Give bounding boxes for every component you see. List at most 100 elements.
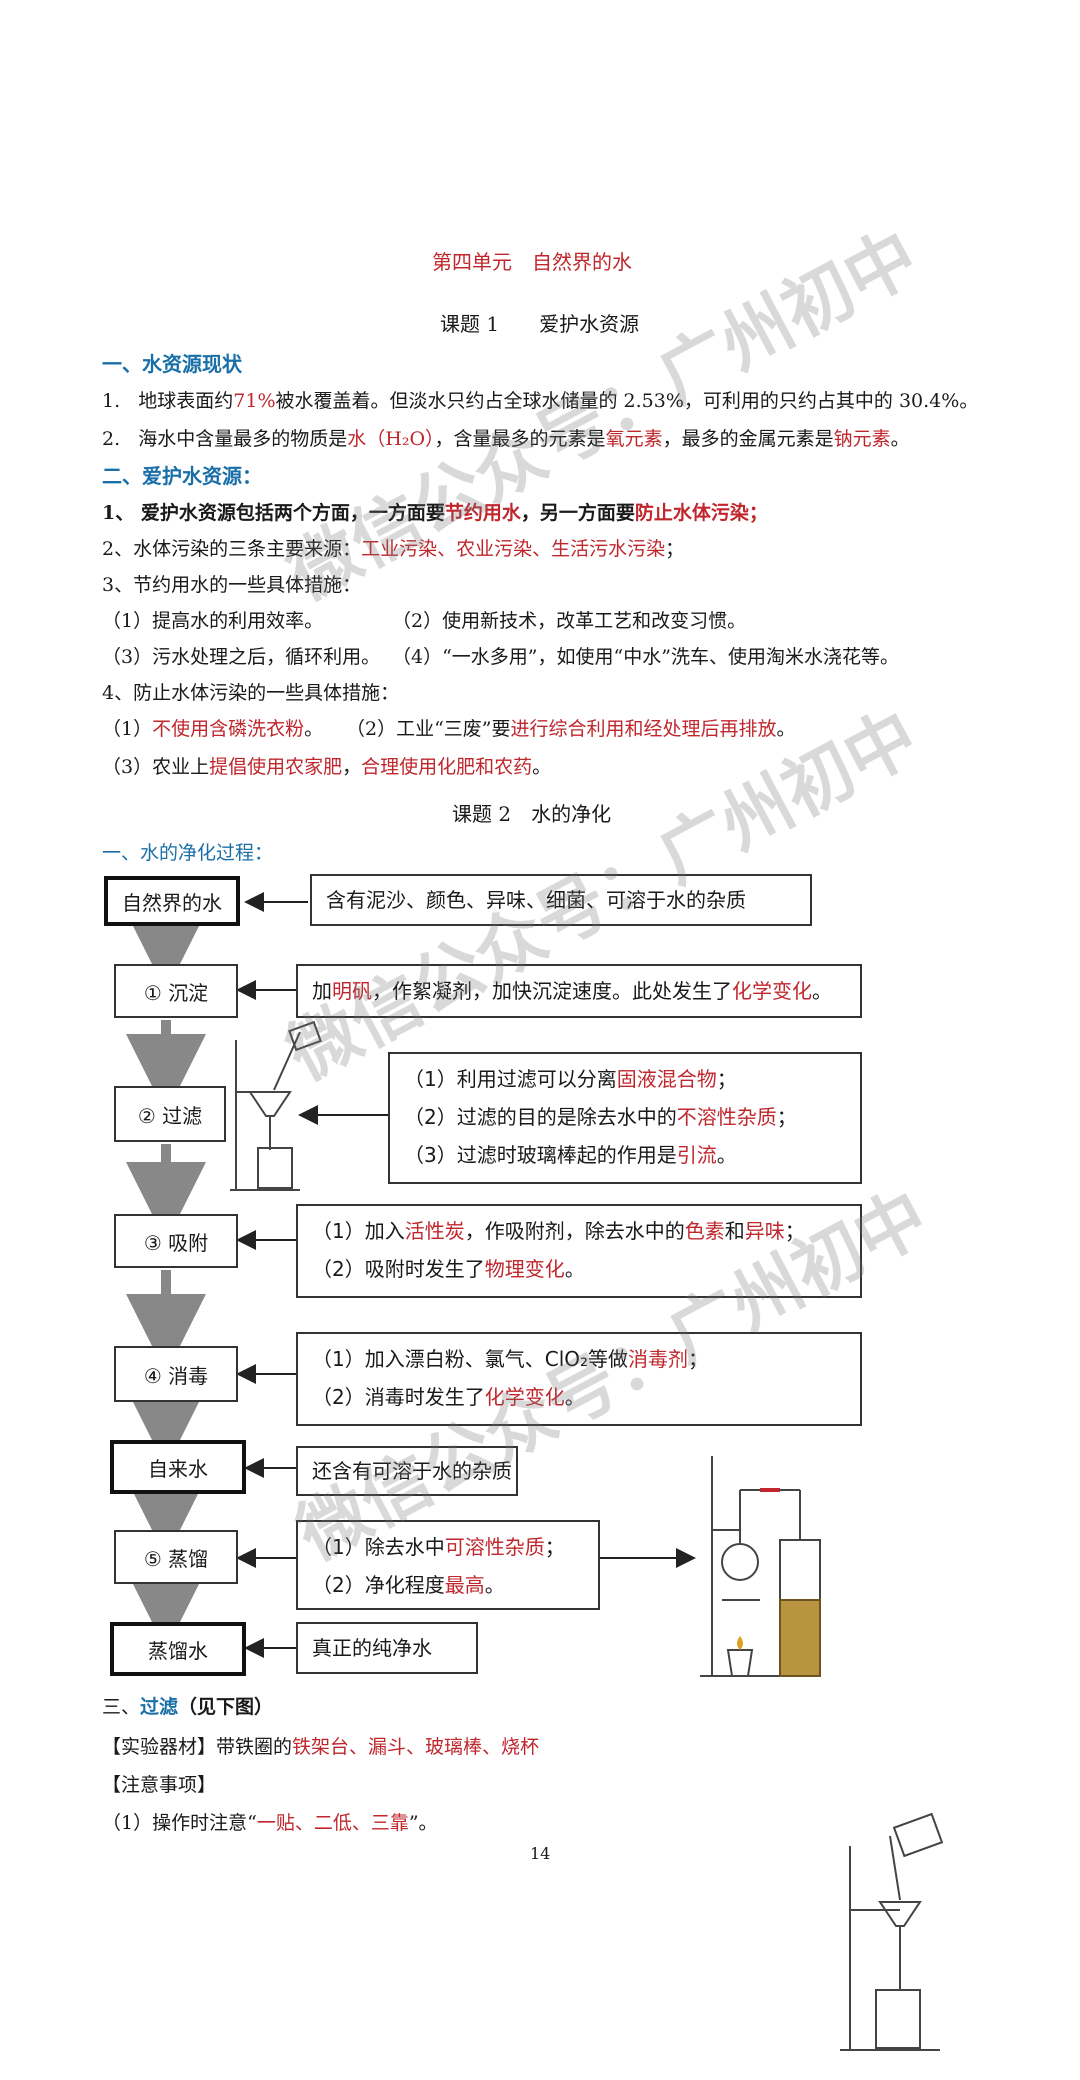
note-distill: （1）除去水中可溶性杂质； （2）净化程度最高。 [296,1520,600,1610]
note-filter: （1）利用过滤可以分离固液混合物； （2）过滤的目的是除去水中的不溶性杂质； （… [388,1052,862,1184]
highlight: 节约用水 [444,502,521,524]
text: （1）加入 [312,1219,405,1243]
step-distill: ⑤ 蒸馏 [114,1530,238,1584]
highlight: 化学变化 [732,979,812,1003]
note-disinfect: （1）加入漂白粉、氯气、ClO₂等做消毒剂； （2）消毒时发生了化学变化。 [296,1332,862,1426]
text: 。 [716,1143,737,1167]
text: （3）农业上 [102,756,210,778]
distillation-apparatus-icon [700,1456,821,1677]
text: ； [688,1347,709,1371]
sec1-item2: 2. 海水中含量最多的物质是水（H₂O），含量最多的元素是氧元素，最多的金属元素… [102,424,910,451]
text: 。 [890,428,910,450]
lesson2-title: 课题 2 水的净化 [452,802,612,826]
text: 地球表面约 [138,390,234,412]
text: （2）净化程度 [312,1573,445,1597]
item-number: 1. [102,390,121,412]
text: ”。 [408,1812,438,1834]
text: （1）加入漂白粉、氯气、ClO₂等做 [312,1347,629,1371]
text: （2）吸附时发生了 [312,1257,485,1281]
text: 。 [776,718,796,740]
note-adsorb: （1）加入活性炭，作吸附剂，除去水中的色素和异味； （2）吸附时发生了物理变化。 [296,1204,862,1298]
note-natural-water: 含有泥沙、颜色、异味、细菌、可溶于水的杂质 [310,874,812,926]
text: ，作吸附剂，除去水中的 [464,1219,685,1243]
note-text: 含有泥沙、颜色、异味、细菌、可溶于水的杂质 [326,888,746,912]
highlight: 进行综合利用和经处理后再排放 [510,718,777,740]
text: 1、 爱护水资源包括两个方面，一方面要 [102,502,445,524]
text: （1）操作时注意“ [102,1812,257,1834]
unit-title: 第四单元 自然界的水 [432,250,632,274]
highlight: 防止水体污染； [634,502,768,524]
text: 【实验器材】带铁圈的 [102,1736,293,1758]
sec2-line7a: （1）不使用含磷洗衣粉。 [102,714,323,741]
highlight: 不溶性杂质 [676,1105,777,1129]
step-tap-water: 自来水 [110,1440,246,1494]
text: 。 [532,756,552,778]
text: 加 [312,979,332,1003]
sec2-line5a: （3）污水处理之后，循环利用。 [102,646,381,668]
note-settle: 加明矾，作絮凝剂，加快沉淀速度。此处发生了化学变化。 [296,964,862,1018]
highlight: 工业污染、农业污染、生活污水污染 [361,538,666,560]
note-distilled-water: 真正的纯净水 [296,1622,478,1674]
step-filter: ② 过滤 [114,1086,226,1142]
note-text: 真正的纯净水 [312,1636,432,1660]
text: ； [776,1105,797,1129]
text: 2、水体污染的三条主要来源： [102,538,362,560]
highlight: 最高 [444,1573,485,1597]
text: 海水中含量最多的物质是 [138,428,348,450]
text: （1）除去水中 [312,1535,445,1559]
highlight: 可溶性杂质 [444,1535,545,1559]
step-disinfect: ④ 消毒 [114,1346,238,1402]
sec2-line1: 1、 爱护水资源包括两个方面，一方面要节约用水，另一方面要防止水体污染； [102,498,768,525]
highlight: 铁架台、漏斗、玻璃棒、烧杯 [292,1736,540,1758]
section-heading-purification: 一、水的净化过程： [102,842,274,864]
sec2-line3: 3、节约用水的一些具体措施： [102,574,362,596]
highlight: 固液混合物 [616,1067,717,1091]
text: ； [544,1535,565,1559]
sec2-line4a: （1）提高水的利用效率。 [102,610,324,632]
text: （1） [102,718,153,740]
note-text: 还含有可溶于水的杂质 [312,1459,512,1483]
step-adsorb: ③ 吸附 [114,1214,238,1268]
text: 。 [564,1257,585,1281]
highlight: 活性炭 [404,1219,465,1243]
notice-line: 【注意事项】 [102,1774,217,1796]
highlight: 不使用含磷洗衣粉 [152,718,305,740]
highlight: 提倡使用农家肥 [209,756,343,778]
text: 被水覆盖着。但淡水只约占全球水储量的 2.53%，可利用的只约占其中的 30.4… [275,390,979,412]
section-heading-filtration: 三、过滤（见下图） [102,1692,273,1719]
text: （1）利用过滤可以分离 [404,1067,617,1091]
highlight: 71% [233,390,276,412]
highlight: 钠元素 [833,428,891,450]
text: 。 [484,1573,505,1597]
text: 。 [564,1385,585,1409]
text: （2）消毒时发生了 [312,1385,485,1409]
sec2-line7b: （2）工业“三废”要进行综合利用和经处理后再排放。 [346,714,796,741]
highlight: 明矾 [332,979,372,1003]
highlight: 物理变化 [484,1257,565,1281]
note-arrows [236,892,696,1658]
highlight: 化学变化 [484,1385,565,1409]
text: ， [342,756,362,778]
text: ，含量最多的元素是 [434,428,606,450]
text: （见下图） [178,1696,274,1718]
highlight: 异味 [744,1219,785,1243]
text: ，作絮凝剂，加快沉淀速度。此处发生了 [372,979,732,1003]
text: ； [665,538,685,560]
page-number: 14 [530,1844,551,1863]
highlight: 引流 [676,1143,717,1167]
text: ，最多的金属元素是 [662,428,834,450]
section-heading-water-status: 一、水资源现状 [102,352,242,376]
text: 。 [812,979,832,1003]
step-distilled-water: 蒸馏水 [110,1622,246,1676]
sec2-line2: 2、水体污染的三条主要来源：工业污染、农业污染、生活污水污染； [102,534,684,561]
text: （2）过滤的目的是除去水中的 [404,1105,677,1129]
highlight: 色素 [684,1219,725,1243]
sec2-line8: （3）农业上提倡使用农家肥，合理使用化肥和农药。 [102,752,551,779]
highlight: 氧元素 [605,428,663,450]
lesson1-title: 课题 1 爱护水资源 [440,312,640,336]
sec1-item1: 1. 地球表面约71%被水覆盖着。但淡水只约占全球水储量的 2.53%，可利用的… [102,386,978,413]
sec2-line4b: （2）使用新技术，改革工艺和改变习惯。 [392,610,747,632]
operation-line: （1）操作时注意“一贴、二低、三靠”。 [102,1808,438,1835]
text: ； [784,1219,805,1243]
